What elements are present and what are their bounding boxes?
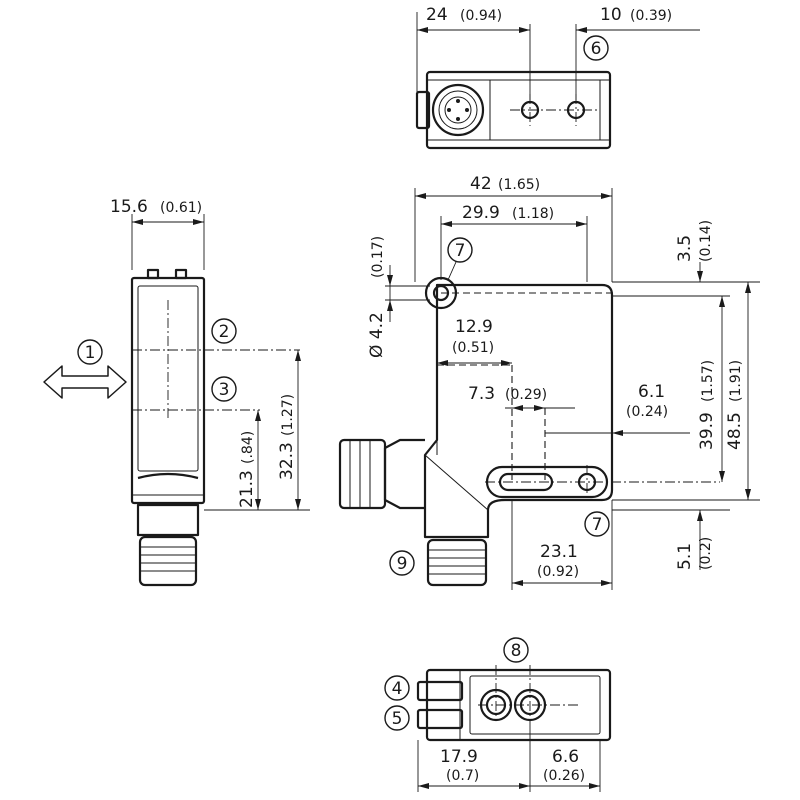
callout-8: 8 [503, 637, 529, 663]
dim-3-5-inch-label: (0.14) [698, 220, 714, 262]
dim-dia-4-2-label: Ø 4.2 [367, 312, 387, 358]
svg-text:3: 3 [219, 380, 230, 400]
dim-23-1-inch-label: (0.92) [537, 564, 579, 580]
dim-29-9-inch-label: (1.18) [512, 206, 554, 222]
callout-2: 2 [211, 318, 237, 344]
callout-9: 9 [389, 550, 415, 576]
dim-24-label: 24 [426, 5, 448, 25]
svg-text:6: 6 [591, 39, 602, 59]
dim-39-9-label: 39.9 [697, 412, 717, 450]
side-view: 15.6 (0.61) 21.3 (.84) 32.3 (1.27) [43, 197, 310, 587]
dim-6-6-inch-label: (0.26) [543, 768, 585, 784]
dim-6-6-label: 6.6 [552, 747, 579, 767]
dim-15-6-inch-label: (0.61) [160, 200, 202, 216]
front-view: 42 (1.65) 29.9 (1.18) Ø 4.2 (0.17) 12.9 … [338, 174, 760, 590]
top-view: 24 (0.94) 10 (0.39) [415, 5, 700, 150]
dim-7-3-label: 7.3 [468, 384, 495, 404]
double-arrow-icon [43, 365, 127, 399]
top-connector-icon [431, 83, 485, 137]
dim-42-label: 42 [470, 174, 492, 194]
dim-12-9-label: 12.9 [455, 317, 493, 337]
dim-23-1-label: 23.1 [540, 542, 578, 562]
front-side-connector-icon [338, 438, 425, 510]
callout-7-top: 7 [447, 237, 473, 263]
dim-17-9-inch-label: (0.7) [446, 768, 479, 784]
front-bottom-connector-icon [426, 538, 488, 587]
svg-text:7: 7 [592, 515, 603, 535]
callout-7-bottom: 7 [584, 511, 610, 537]
dim-10-inch-label: (0.39) [630, 8, 672, 24]
svg-text:8: 8 [511, 641, 522, 661]
dim-15-6-label: 15.6 [110, 197, 148, 217]
callout-5: 5 [384, 705, 410, 731]
svg-text:9: 9 [397, 554, 408, 574]
dim-7-3-inch-label: (0.29) [505, 387, 547, 403]
dim-dia-4-2-inch-label: (0.17) [370, 236, 386, 278]
dim-24-inch-label: (0.94) [460, 8, 502, 24]
callout-1: 1 [77, 339, 103, 365]
dim-29-9-label: 29.9 [462, 203, 500, 223]
svg-text:4: 4 [392, 679, 403, 699]
dim-17-9-label: 17.9 [440, 747, 478, 767]
callout-4: 4 [384, 675, 410, 701]
dim-12-9-inch-label: (0.51) [452, 340, 494, 356]
dim-3-5-label: 3.5 [675, 235, 695, 262]
dim-32-3-label: 32.3 [277, 442, 297, 480]
dim-42-inch-label: (1.65) [498, 177, 540, 193]
dim-39-9-inch-label: (1.57) [700, 360, 716, 402]
svg-text:7: 7 [455, 241, 466, 261]
dim-21-3-label: 21.3 [237, 470, 257, 508]
dim-48-5-label: 48.5 [725, 412, 745, 450]
dim-5-1-inch-label: (0.2) [698, 537, 714, 570]
svg-text:1: 1 [85, 343, 96, 363]
svg-text:2: 2 [219, 322, 230, 342]
dim-6-1-inch-label: (0.24) [626, 404, 668, 420]
bottom-view: 17.9 (0.7) 6.6 (0.26) [416, 665, 612, 792]
dim-21-3-inch-label: (.84) [240, 431, 256, 464]
dim-48-5-inch-label: (1.91) [728, 360, 744, 402]
dim-10-label: 10 [600, 5, 622, 25]
dim-32-3-inch-label: (1.27) [280, 394, 296, 436]
side-connector-icon [138, 535, 198, 587]
dim-6-1-label: 6.1 [638, 382, 665, 402]
callout-6: 6 [583, 35, 609, 61]
svg-text:5: 5 [392, 709, 403, 729]
callout-3: 3 [211, 376, 237, 402]
dim-5-1-label: 5.1 [675, 543, 695, 570]
